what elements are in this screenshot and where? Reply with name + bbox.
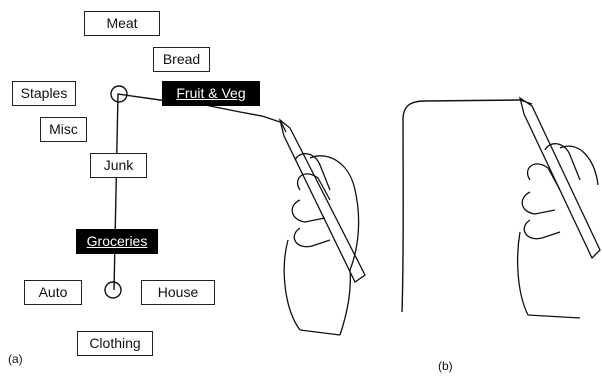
hand-with-pen-icon-b: [516, 96, 601, 319]
stroke-path-b: [401, 99, 533, 313]
menu-item-meat-label: Meat: [106, 15, 138, 31]
menu-item-bread[interactable]: Bread: [153, 47, 210, 72]
stroke-path-a: [113, 93, 281, 291]
menu-item-house[interactable]: House: [141, 280, 215, 305]
menu-item-auto-label: Auto: [38, 284, 68, 300]
menu-item-groceries-label: Groceries: [86, 233, 148, 249]
menu-item-fruit-veg[interactable]: Fruit & Veg: [162, 81, 260, 106]
menu-center-circle-top: [110, 85, 128, 103]
menu-center-circle-bottom: [104, 281, 122, 299]
menu-item-house-label: House: [157, 284, 199, 300]
menu-item-bread-label: Bread: [162, 51, 201, 67]
panel-label-a: (a): [8, 352, 23, 366]
menu-item-junk[interactable]: Junk: [90, 153, 147, 178]
hand-with-pen-icon-a: [278, 118, 366, 336]
menu-item-clothing-label: Clothing: [89, 335, 141, 351]
menu-item-staples[interactable]: Staples: [12, 81, 76, 106]
menu-item-staples-label: Staples: [20, 85, 68, 101]
menu-item-meat[interactable]: Meat: [84, 11, 160, 36]
menu-item-misc-label: Misc: [49, 121, 78, 137]
panel-label-b: (b): [438, 359, 453, 373]
menu-item-auto[interactable]: Auto: [24, 280, 82, 305]
menu-item-groceries[interactable]: Groceries: [76, 229, 158, 254]
menu-item-clothing[interactable]: Clothing: [77, 331, 153, 356]
menu-item-junk-label: Junk: [103, 157, 134, 173]
menu-item-fruit-veg-label: Fruit & Veg: [176, 85, 246, 101]
menu-item-misc[interactable]: Misc: [40, 117, 87, 142]
